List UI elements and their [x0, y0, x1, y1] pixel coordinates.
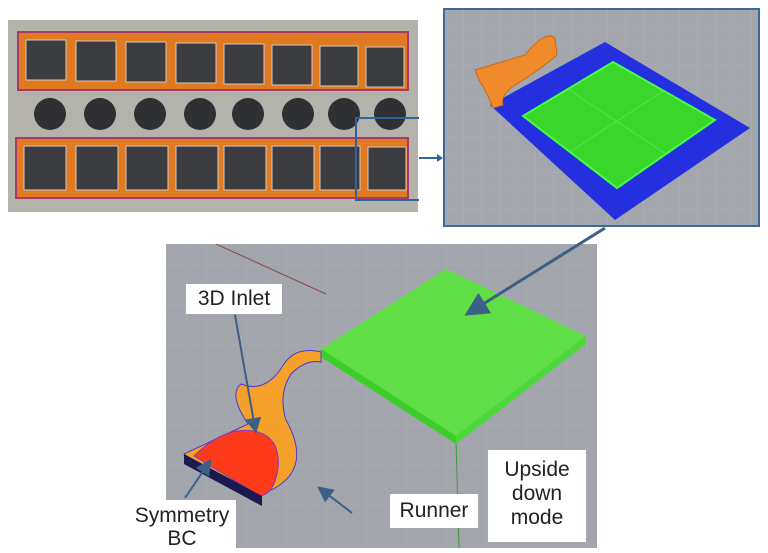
mode-label-line1: Upside — [504, 458, 570, 481]
connector-line — [419, 157, 441, 159]
symmetry-bc-label: Symmetry BC — [128, 500, 236, 553]
symmetry-label-line1: Symmetry — [134, 504, 230, 527]
molded-parts-photo — [8, 20, 418, 212]
inlet-label: 3D Inlet — [186, 284, 282, 314]
runner-label: Runner — [390, 494, 478, 528]
highlight-box — [355, 117, 419, 201]
connector-arrowhead-icon — [437, 154, 443, 162]
simulation-model-view: 3D Inlet Runner Upside down mode — [166, 244, 597, 548]
symmetry-label-line2: BC — [167, 527, 197, 550]
mode-label: Upside down mode — [488, 450, 586, 542]
mode-label-line2: down — [511, 482, 563, 505]
cavity-cad-view — [443, 8, 760, 227]
mode-label-line3: mode — [510, 506, 564, 529]
